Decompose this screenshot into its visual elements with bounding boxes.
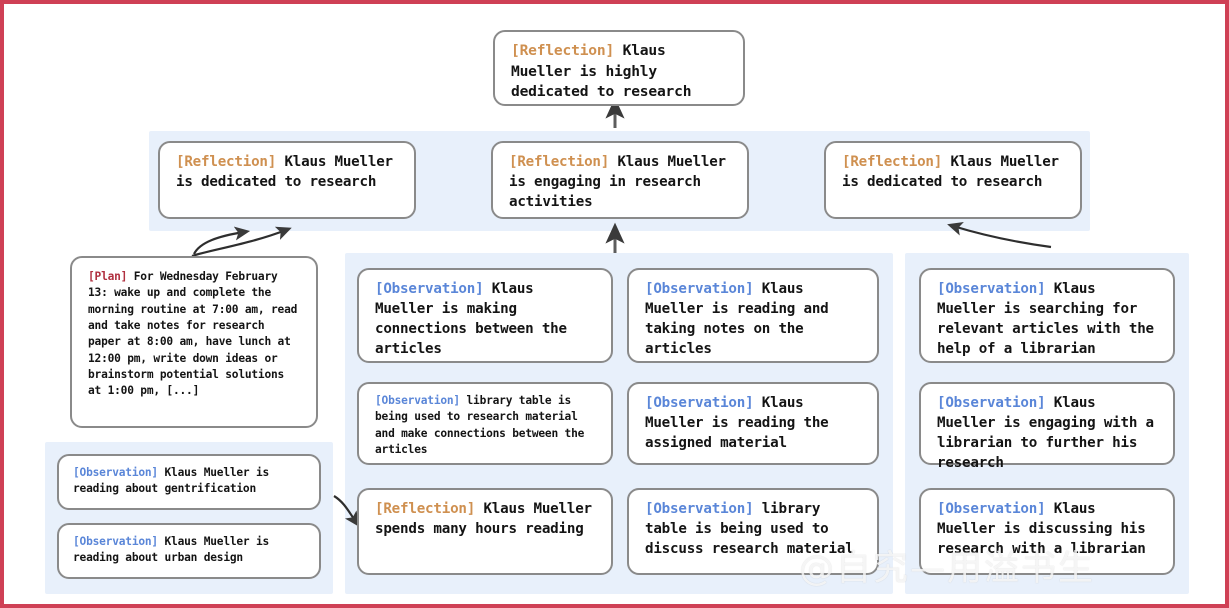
observation-card-library-table-research[interactable]: [Observation] library table is being use… <box>357 382 613 465</box>
card-body: Klaus Mueller is reading about gentrific… <box>73 466 270 496</box>
observation-card-searching-articles[interactable]: [Observation] Klaus Mueller is searching… <box>919 268 1175 363</box>
observation-card-discussing-librarian[interactable]: [Observation] Klaus Mueller is discussin… <box>919 488 1175 575</box>
card-body: Klaus Mueller is reading about urban des… <box>73 535 270 565</box>
observation-card-assigned-material[interactable]: [Observation] Klaus Mueller is reading t… <box>627 382 879 465</box>
reflection-card-hours-reading[interactable]: [Reflection] Klaus Mueller spends many h… <box>357 488 613 575</box>
card-body: library table is being used to research … <box>375 394 585 457</box>
observation-card-connections[interactable]: [Observation] Klaus Mueller is making co… <box>357 268 613 363</box>
card-body: Klaus Mueller is discussing his research… <box>937 501 1146 558</box>
card-body: Klaus Mueller is engaging in research ac… <box>509 154 726 211</box>
observation-tag: [Observation] <box>73 535 165 548</box>
card-body: Klaus Mueller is dedicated to research <box>176 154 393 191</box>
watermark: @自究—用溢书生 <box>799 549 1096 589</box>
reflection-tag: [Reflection] <box>375 501 484 517</box>
card-body: Klaus Mueller is reading the assigned ma… <box>645 395 829 452</box>
observation-tag: [Observation] <box>73 466 165 479</box>
card-body: Klaus Mueller is searching for relevant … <box>937 281 1154 358</box>
reflection-tag: [Reflection] <box>842 154 951 170</box>
card-body: Klaus Mueller is reading and taking note… <box>645 281 829 358</box>
observation-tag: [Observation] <box>645 281 762 297</box>
observation-tag: [Observation] <box>375 394 467 407</box>
observation-card-reading-notes[interactable]: [Observation] Klaus Mueller is reading a… <box>627 268 879 363</box>
observation-tag: [Observation] <box>937 501 1054 517</box>
observation-card-discuss-research-material[interactable]: [Observation] library table is being use… <box>627 488 879 575</box>
reflection-card-3[interactable]: [Reflection] Klaus Mueller is dedicated … <box>824 141 1082 219</box>
top-reflection-card[interactable]: [Reflection] Klaus Mueller is highly ded… <box>493 30 745 106</box>
card-body: Klaus Mueller is engaging with a librari… <box>937 395 1154 472</box>
reflection-card-2[interactable]: [Reflection] Klaus Mueller is engaging i… <box>491 141 749 219</box>
observation-tag: [Observation] <box>937 281 1054 297</box>
reflection-tag: [Reflection] <box>176 154 285 170</box>
reflection-tag: [Reflection] <box>511 42 623 59</box>
observation-tag: [Observation] <box>645 501 762 517</box>
observation-tag: [Observation] <box>375 281 492 297</box>
top-reflection-text: [Reflection] Klaus Mueller is highly ded… <box>511 41 730 103</box>
card-body: library table is being used to discuss r… <box>645 501 854 558</box>
observation-card-urban-design[interactable]: [Observation] Klaus Mueller is reading a… <box>57 523 321 579</box>
observation-tag: [Observation] <box>645 395 762 411</box>
reflection-card-1[interactable]: [Reflection] Klaus Mueller is dedicated … <box>158 141 416 219</box>
card-body: Klaus Mueller spends many hours reading <box>375 501 592 538</box>
card-body: For Wednesday February 13: wake up and c… <box>88 270 298 398</box>
observation-card-engaging-librarian[interactable]: [Observation] Klaus Mueller is engaging … <box>919 382 1175 471</box>
card-body: Klaus Mueller is making connections betw… <box>375 281 567 358</box>
plan-card[interactable]: [Plan] For Wednesday February 13: wake u… <box>70 256 318 428</box>
observation-tag: [Observation] <box>937 395 1054 411</box>
plan-tag: [Plan] <box>88 270 134 283</box>
reflection-tag: [Reflection] <box>509 154 618 170</box>
card-body: Klaus Mueller is dedicated to research <box>842 154 1059 191</box>
observation-card-gentrification[interactable]: [Observation] Klaus Mueller is reading a… <box>57 454 321 510</box>
card-body: Klaus Mueller is highly dedicated to res… <box>511 42 692 101</box>
